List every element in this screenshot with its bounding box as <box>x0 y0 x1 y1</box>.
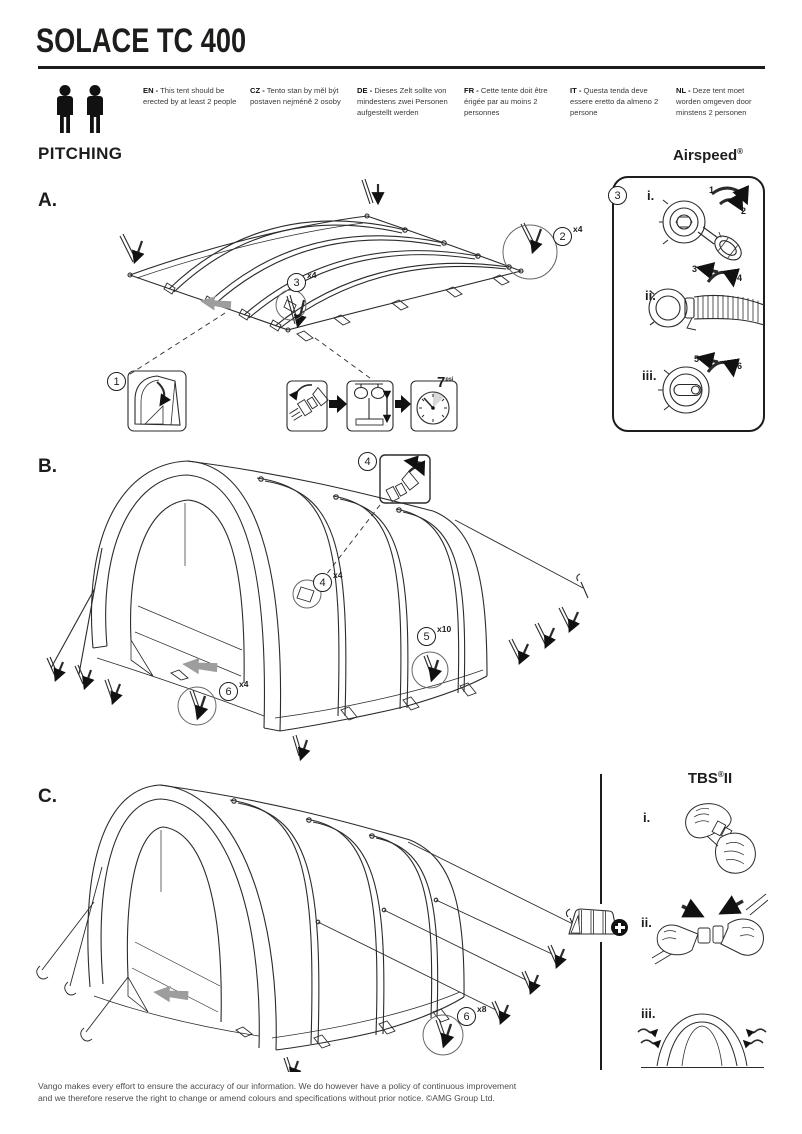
registered-mark: ® <box>737 147 744 156</box>
callout-qty: x4 <box>239 679 249 689</box>
gauge-reading: 7psi <box>437 374 453 392</box>
language-text: Questa tenda deve essere eretto da almen… <box>570 86 659 117</box>
airspeed-title: Airspeed® <box>648 147 768 164</box>
registered-mark: ® <box>717 770 724 779</box>
gauge-value: 7 <box>437 374 446 391</box>
plus-icon <box>611 919 628 936</box>
language-block-de: DE - Dieses Zelt sollte von mindestens z… <box>357 85 451 118</box>
tbs-title-text: TBS <box>687 770 718 787</box>
tent-inflated-diagram <box>46 454 589 762</box>
arrow-number: 2 <box>741 206 747 216</box>
airspeed-title-text: Airspeed <box>672 147 738 164</box>
language-text: Dieses Zelt sollte von mindestens zwei P… <box>357 86 448 117</box>
airspeed-panel <box>612 176 765 432</box>
language-block-fr: FR - Cette tente doit être érigée par au… <box>464 85 558 118</box>
callout-clip-inset: 4 <box>358 452 378 471</box>
callout-number: 3 <box>608 186 627 205</box>
language-block-it: IT - Questa tenda deve essere eretto da … <box>570 85 664 118</box>
gauge-unit: psi <box>445 376 454 383</box>
callout-qty: x8 <box>477 1004 487 1014</box>
language-code: DE - <box>357 86 373 95</box>
footer-line-1: Vango makes every effort to ensure the a… <box>38 1081 517 1091</box>
groundsheet-diagram <box>119 178 558 432</box>
arrow-number: 4 <box>737 273 743 283</box>
language-block-nl: NL - Deze tent moet worden omgeven door … <box>676 85 770 118</box>
arrow-number: 6 <box>737 361 743 371</box>
callout-number: 5 <box>417 627 436 646</box>
callout-qty: x4 <box>307 270 317 280</box>
page-title: SOLACE TC 400 <box>36 22 247 60</box>
airspeed-step-iii: iii. <box>642 368 657 383</box>
valve-open-icon <box>659 185 749 261</box>
airspeed-step-i: i. <box>647 188 655 203</box>
language-code: IT - <box>570 86 582 95</box>
valve-hose-icon <box>648 262 765 331</box>
header-divider <box>38 66 765 69</box>
panel-divider <box>600 942 602 1070</box>
callout-qty: x4 <box>333 570 343 580</box>
callout-number: 1 <box>107 372 126 391</box>
tbs-step-i: i. <box>643 810 651 825</box>
gray-direction-arrow <box>200 296 232 311</box>
callout-number: 4 <box>358 452 377 471</box>
language-block-cz: CZ - Tento stan by měl být postaven nejm… <box>250 85 344 107</box>
arrow-number: 1 <box>709 185 715 195</box>
footer-disclaimer: Vango makes every effort to ensure the a… <box>38 1080 638 1104</box>
footer-line-2: and we therefore reserve the right to ch… <box>38 1093 495 1104</box>
gray-direction-arrow <box>153 985 189 1003</box>
language-code: NL - <box>676 86 691 95</box>
language-text: Tento stan by měl být postaven nejméně 2… <box>250 86 341 106</box>
language-code: CZ - <box>250 86 265 95</box>
arrow-number: 3 <box>692 264 698 274</box>
tent-end-icon <box>568 908 618 935</box>
tbs-step-iii: iii. <box>641 1006 656 1021</box>
tent-guyed-diagram <box>36 784 578 1072</box>
language-text: Cette tente doit être érigée par au moin… <box>464 86 548 117</box>
tent-vent-icon <box>637 1013 767 1068</box>
tbs-title: TBS®II <box>660 770 760 787</box>
hands-clip-icon <box>651 893 768 965</box>
section-c-label: C. <box>38 786 57 807</box>
airspeed-step-ii: ii. <box>645 288 656 303</box>
tbs-step-ii: ii. <box>641 915 652 930</box>
language-code: EN - <box>143 86 159 95</box>
hands-strap-icon <box>685 803 756 874</box>
callout-number: 3 <box>287 273 306 292</box>
gray-direction-arrow <box>182 657 218 675</box>
language-block-en: EN - This tent should be erected by at l… <box>143 85 237 107</box>
tbs-title-suffix: II <box>723 770 733 787</box>
pitching-heading: PITCHING <box>38 144 123 163</box>
callout-door: 1 <box>107 372 127 391</box>
callout-airspeed: 3 <box>608 186 628 205</box>
callout-number: 4 <box>313 573 332 592</box>
callout-number: 6 <box>457 1007 476 1026</box>
valve-closed-icon <box>658 352 740 414</box>
callout-number: 2 <box>553 227 572 246</box>
section-a-label: A. <box>38 190 57 211</box>
arrow-number: 5 <box>694 354 700 364</box>
two-people-icon <box>57 85 103 133</box>
callout-qty: x10 <box>437 624 452 634</box>
panel-divider <box>600 774 602 904</box>
callout-number: 6 <box>219 682 238 701</box>
language-code: FR - <box>464 86 479 95</box>
language-text: This tent should be erected by at least … <box>143 86 237 106</box>
language-text: Deze tent moet worden omgeven door minst… <box>676 86 752 117</box>
callout-qty: x4 <box>573 224 583 234</box>
section-b-label: B. <box>38 456 57 477</box>
